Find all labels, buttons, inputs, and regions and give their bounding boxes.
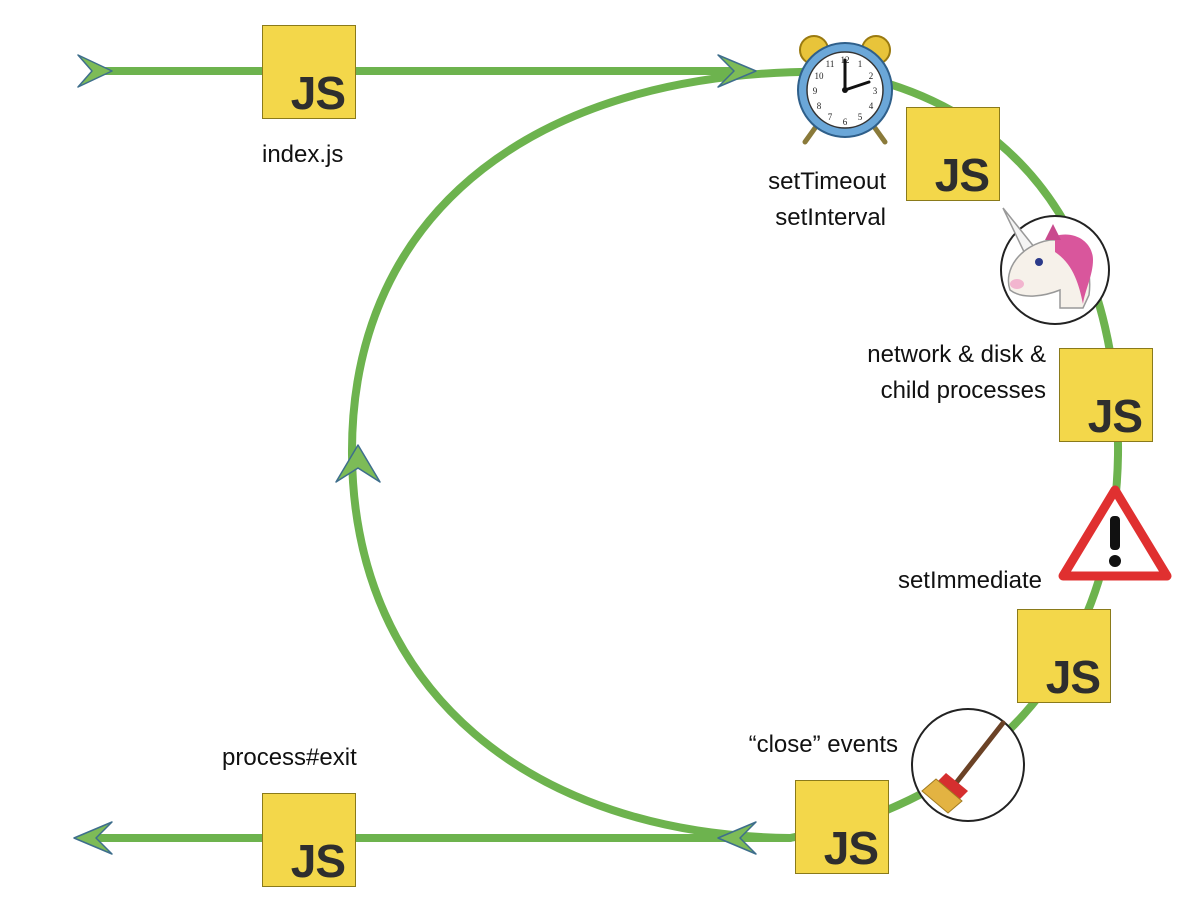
- svg-text:1: 1: [858, 59, 863, 69]
- svg-text:10: 10: [815, 71, 825, 81]
- warning-icon: [1058, 485, 1172, 581]
- timers-label-line1: setTimeout: [768, 168, 886, 195]
- broom-icon: [911, 708, 1025, 822]
- svg-text:2: 2: [869, 71, 874, 81]
- svg-text:11: 11: [826, 59, 835, 69]
- immediate-label: setImmediate: [897, 567, 1042, 594]
- chevron-arrow-icon: [335, 444, 381, 483]
- svg-text:6: 6: [843, 117, 848, 127]
- js-block-immediate: JS: [1017, 609, 1111, 703]
- js-block-entry: JS: [262, 25, 356, 119]
- js-logo-text: JS: [1087, 390, 1143, 442]
- svg-text:9: 9: [813, 86, 818, 96]
- timers-label: setTimeout setInterval: [720, 164, 886, 236]
- chevron-arrow-icon: [73, 821, 113, 855]
- svg-text:7: 7: [828, 112, 833, 122]
- timers-label-line2: setInterval: [775, 204, 886, 231]
- js-logo-text: JS: [290, 835, 346, 887]
- svg-text:4: 4: [869, 101, 874, 111]
- close-label: “close” events: [748, 731, 898, 758]
- chevron-arrow-icon: [77, 54, 113, 88]
- js-block-close: JS: [795, 780, 889, 874]
- js-logo-text: JS: [934, 149, 990, 201]
- js-block-timers: JS: [906, 107, 1000, 201]
- js-logo-text: JS: [290, 67, 346, 119]
- io-label: network & disk & child processes: [800, 337, 1046, 409]
- js-logo-text: JS: [823, 822, 879, 874]
- io-label-line1: network & disk &: [867, 341, 1046, 368]
- exit-label: process#exit: [222, 744, 357, 771]
- unicorn-icon: [1000, 207, 1110, 325]
- svg-text:8: 8: [817, 101, 822, 111]
- js-block-exit: JS: [262, 793, 356, 887]
- svg-text:3: 3: [873, 86, 878, 96]
- entry-label: index.js: [262, 141, 344, 168]
- svg-text:5: 5: [858, 112, 863, 122]
- chevron-arrow-icon: [717, 821, 757, 855]
- js-block-io: JS: [1059, 348, 1153, 442]
- chevron-arrow-icon: [717, 54, 757, 88]
- io-label-line2: child processes: [880, 377, 1046, 404]
- js-logo-text: JS: [1045, 651, 1101, 703]
